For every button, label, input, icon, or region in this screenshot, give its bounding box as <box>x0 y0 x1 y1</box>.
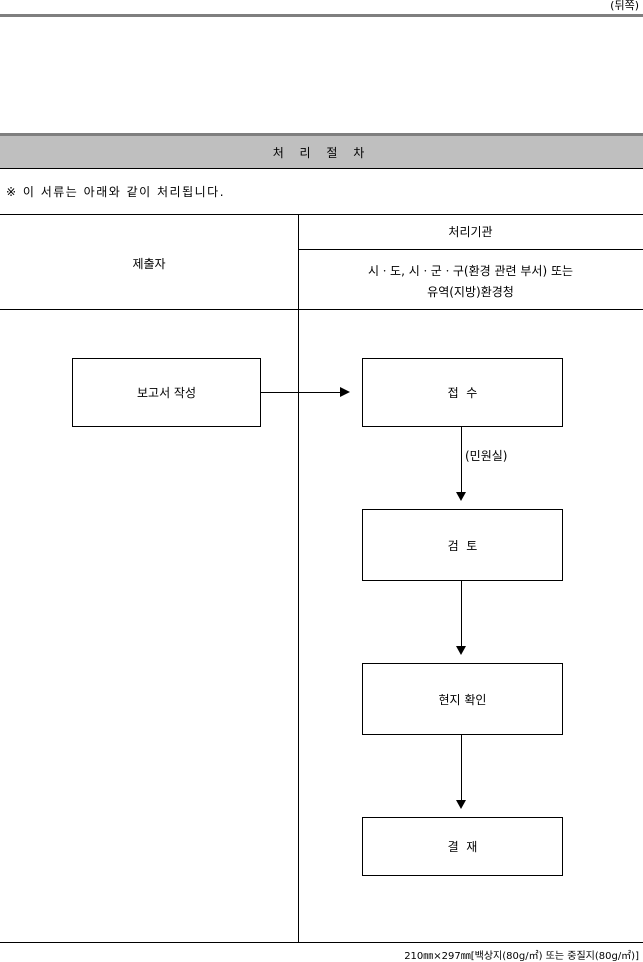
arrow-right-icon <box>340 387 350 397</box>
connector-review-to-site-check <box>461 581 462 647</box>
arrow-down-icon <box>456 492 466 501</box>
step-receive: 접 수 <box>362 358 563 427</box>
table-top-rule <box>0 214 643 215</box>
connector-write-to-receive <box>261 392 341 393</box>
table-bottom-rule <box>0 942 643 943</box>
column-divider <box>298 214 299 942</box>
submitter-header: 제출자 <box>132 257 166 271</box>
arrow-down-icon <box>456 646 466 655</box>
table-header-bottom-rule <box>0 309 643 310</box>
page-side-label: (뒤쪽) <box>610 0 639 12</box>
step-review: 검 토 <box>362 509 563 581</box>
connector-site-check-to-approve <box>461 735 462 801</box>
arrow-down-icon <box>456 800 466 809</box>
section-top-rule <box>0 133 643 136</box>
paper-spec-footer: 210㎜×297㎜[백상지(80g/㎡) 또는 중질지(80g/㎡)] <box>404 951 639 962</box>
step-site-check: 현지 확인 <box>362 663 563 735</box>
agency-header: 처리기관 <box>448 225 493 239</box>
top-rule <box>0 14 643 17</box>
step-write-report: 보고서 작성 <box>72 358 261 427</box>
receive-office-note: (민원실) <box>465 449 508 463</box>
section-title: 처 리 절 차 <box>0 136 643 169</box>
agency-description-line1: 시ㆍ도, 시ㆍ군ㆍ구(환경 관련 부서) 또는 <box>367 264 574 278</box>
connector-receive-to-review <box>461 427 462 493</box>
agency-description-line2: 유역(지방)환경청 <box>427 285 514 299</box>
step-approve: 결 재 <box>362 817 563 876</box>
procedure-note: ※ 이 서류는 아래와 같이 처리됩니다. <box>6 185 226 199</box>
agency-header-divider <box>298 249 643 250</box>
